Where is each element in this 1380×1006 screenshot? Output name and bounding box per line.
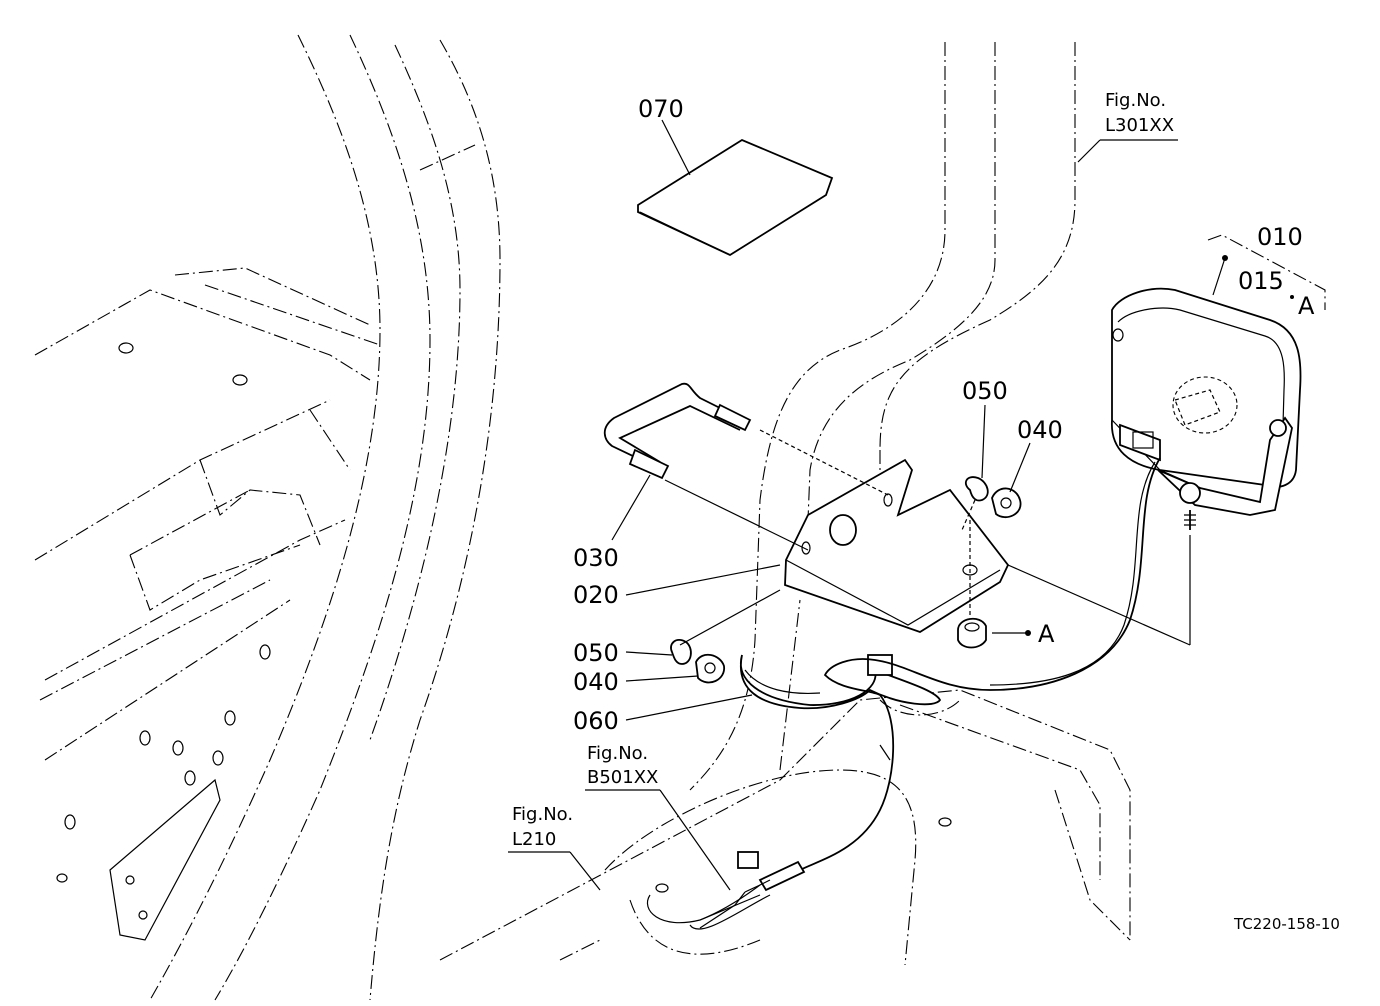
label-050-lower: 050 [573,639,619,667]
wire-harness [646,457,1161,930]
label-070: 070 [638,95,684,123]
part-070-sheet [637,119,834,257]
part-010-work-lamp [1007,234,1326,646]
part-030-u-bolt [603,382,752,541]
hardware-upper [961,476,1022,615]
label-060: 060 [573,707,619,735]
label-a-nut: A [1038,620,1055,648]
part-060-band [739,654,942,710]
part-020-bracket [664,429,1010,633]
label-a-top: A [1298,292,1315,320]
label-040-upper: 040 [1017,416,1063,444]
nut-a [957,617,1031,649]
ref-l210-code: L210 [512,829,556,850]
cab-frame [34,34,501,1001]
label-010: 010 [1257,223,1303,251]
ref-l301-title: Fig.No. [1105,90,1166,111]
label-015: 015 [1238,267,1284,295]
ref-b501-title: Fig.No. [587,743,648,764]
ref-l301-code: L301XX [1105,115,1174,136]
dot-marker [1290,295,1294,299]
ref-b501-code: B501XX [587,767,658,788]
hardware-lower [670,589,781,684]
label-040-lower: 040 [573,668,619,696]
drawing-code: TC220-158-10 [1233,915,1340,933]
label-030: 030 [573,544,619,572]
pillar-outline [439,42,1131,966]
label-020: 020 [573,581,619,609]
leader-lines [508,139,1178,891]
ref-l210-title: Fig.No. [512,804,573,825]
label-050-upper: 050 [962,377,1008,405]
